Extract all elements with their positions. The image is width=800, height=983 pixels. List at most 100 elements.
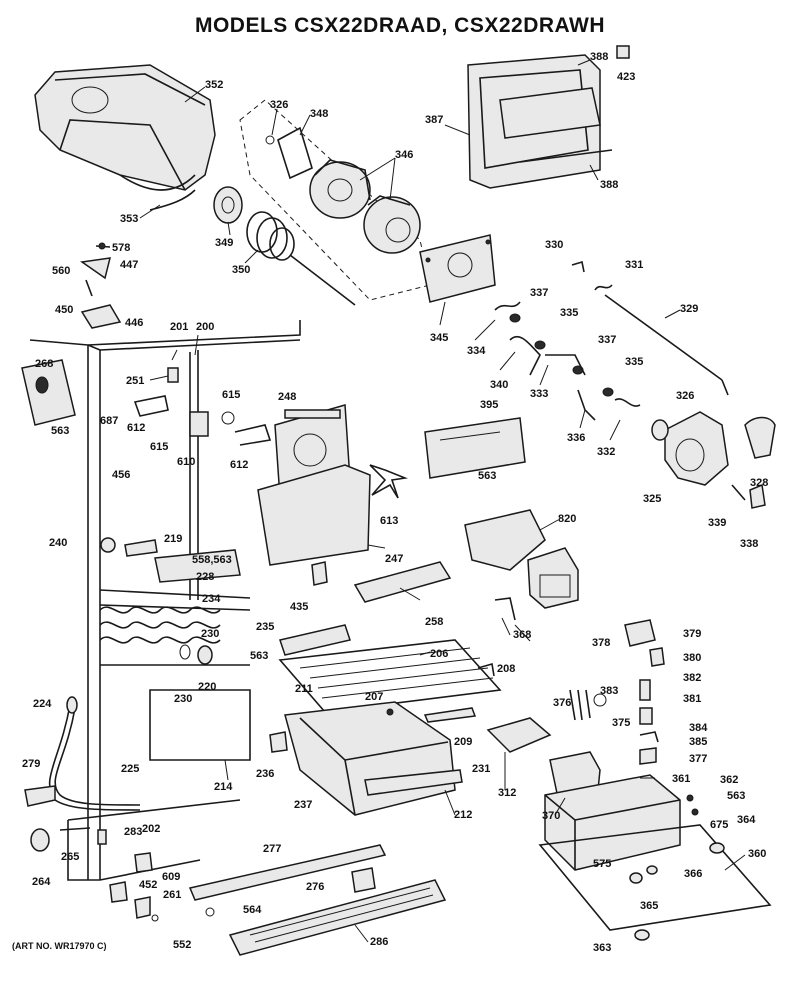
callout-label: 329	[680, 303, 698, 315]
callout-label: 563	[250, 650, 268, 662]
callout-label: 208	[497, 663, 515, 675]
callout-label: 237	[294, 799, 312, 811]
callout-label: 335	[560, 307, 578, 319]
callout-label: 209	[454, 736, 472, 748]
callout-label: 240	[49, 537, 67, 549]
callout-label: 563	[51, 425, 69, 437]
wiring-harness-part	[569, 689, 607, 721]
callout-label: 452	[139, 879, 157, 891]
callout-label: 331	[625, 259, 643, 271]
freezer-shelf-part	[278, 624, 502, 713]
dispenser-door-part	[467, 45, 630, 189]
callout-label: 349	[215, 237, 233, 249]
evaporator-coil-part	[99, 549, 241, 665]
callout-label: 383	[600, 685, 618, 697]
drain-fittings	[100, 537, 158, 557]
callout-label: 361	[672, 773, 690, 785]
callout-label: 375	[612, 717, 630, 729]
callout-label: 328	[750, 477, 768, 489]
callout-label: 387	[425, 114, 443, 126]
callout-label: 200	[196, 321, 214, 333]
callout-label: 333	[530, 388, 548, 400]
callout-label: 283	[124, 826, 142, 838]
callout-label: 675	[710, 819, 728, 831]
callout-label: 388	[590, 51, 608, 63]
cabinet-shell	[29, 320, 301, 881]
callout-label: 312	[498, 787, 516, 799]
callout-label: 560	[52, 265, 70, 277]
callout-label: 206	[430, 648, 448, 660]
callout-label: 446	[125, 317, 143, 329]
switch-components	[133, 367, 272, 446]
callout-label: 615	[150, 441, 168, 453]
lower-hardware	[30, 827, 159, 922]
callout-label: 224	[33, 698, 52, 710]
callout-label: 346	[395, 149, 413, 161]
callout-label: 340	[490, 379, 508, 391]
callout-label: 612	[230, 459, 248, 471]
ice-bucket-part	[34, 64, 216, 211]
callout-label: 360	[748, 848, 766, 860]
art-number: (ART NO. WR17970 C)	[12, 941, 107, 951]
callout-label: 235	[256, 621, 274, 633]
callout-label: 279	[22, 758, 40, 770]
callout-label: 365	[640, 900, 658, 912]
callout-label: 613	[380, 515, 398, 527]
callout-label: 362	[720, 774, 738, 786]
callout-label: 609	[162, 871, 180, 883]
callout-label: 330	[545, 239, 563, 251]
callout-label: 380	[683, 652, 701, 664]
callout-label: 687	[100, 415, 118, 427]
small-bracket-part	[311, 561, 328, 586]
callout-label: 248	[278, 391, 296, 403]
callout-label: 337	[598, 334, 616, 346]
callout-label: 377	[689, 753, 707, 765]
callout-label: 332	[597, 446, 615, 458]
callout-label: 326	[676, 390, 694, 402]
callout-label: 552	[173, 939, 191, 951]
callout-label: 251	[126, 375, 144, 387]
callout-label: 370	[542, 810, 560, 822]
auger-drums-part	[309, 159, 421, 254]
callout-label: 265	[61, 851, 79, 863]
callout-label: 564	[243, 904, 262, 916]
freezer-bin-part	[269, 701, 477, 816]
fan-blade-part	[369, 464, 409, 499]
drain-tube-part	[24, 696, 141, 811]
rail-part	[188, 844, 387, 917]
control-panel-part	[424, 417, 526, 479]
callout-label: 335	[625, 356, 643, 368]
callout-label: 220	[198, 681, 216, 693]
callout-label: 435	[290, 601, 308, 613]
callout-label: 225	[121, 763, 139, 775]
callout-label: 615	[222, 389, 240, 401]
callout-label: 336	[567, 432, 585, 444]
callout-label: 212	[454, 809, 472, 821]
callout-label: 381	[683, 693, 701, 705]
callout-label: 268	[35, 358, 53, 370]
auger-parts	[213, 126, 356, 306]
callout-label: 228	[196, 571, 214, 583]
control-box-part	[538, 774, 772, 941]
callout-label: 261	[163, 889, 181, 901]
callout-label: 247	[385, 553, 403, 565]
callout-label: 277	[263, 843, 281, 855]
callout-label: 368	[513, 629, 531, 641]
callout-label: 395	[480, 399, 498, 411]
callout-label: 214	[214, 781, 233, 793]
callout-label: 423	[617, 71, 635, 83]
callout-label: 447	[120, 259, 138, 271]
bracket-plate-part	[419, 234, 496, 303]
callout-label: 230	[201, 628, 219, 640]
callout-label: 563	[478, 470, 496, 482]
door-panel-part	[21, 359, 76, 426]
callout-label: 366	[684, 868, 702, 880]
callout-label: 219	[164, 533, 182, 545]
ice-maker-part	[464, 509, 579, 621]
callout-label: 353	[120, 213, 138, 225]
auger-motor-part	[651, 411, 776, 509]
callout-label: 352	[205, 79, 223, 91]
callout-label: 337	[530, 287, 548, 299]
callout-label: 563	[727, 790, 745, 802]
